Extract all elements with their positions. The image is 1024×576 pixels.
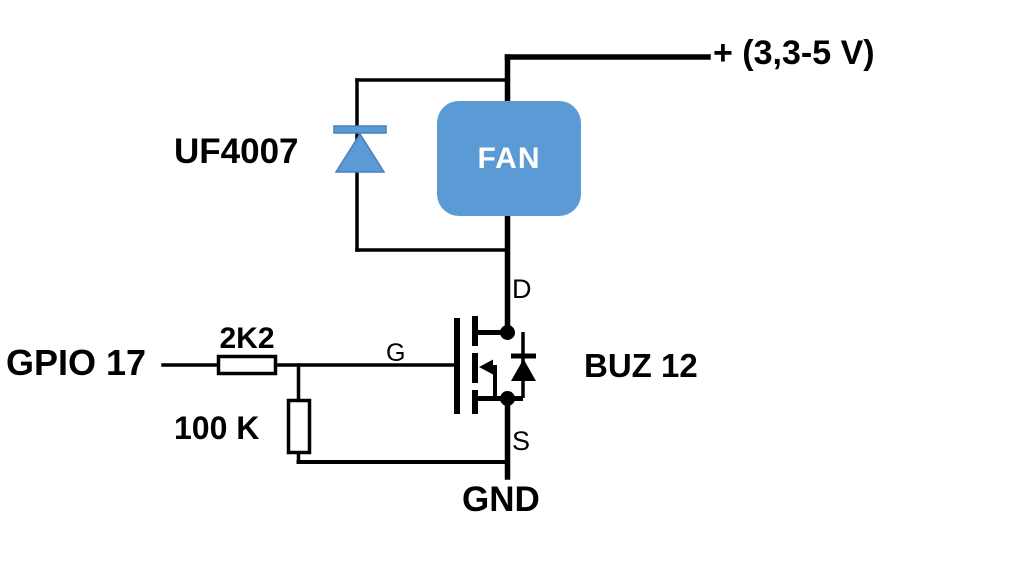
series-resistor-label: 2K2 [219, 322, 275, 355]
fan-box [437, 101, 581, 216]
mosfet-substrate-arrow-icon [479, 359, 493, 375]
fan-label: FAN [477, 141, 541, 175]
series-resistor-symbol [216, 354, 278, 376]
flyback-diode-triangle-icon [334, 132, 386, 173]
pulldown-resistor-symbol [286, 398, 312, 455]
transistor-label: BUZ 12 [584, 347, 698, 384]
source-pin-label: S [512, 426, 531, 456]
drain-pin-label: D [512, 274, 532, 304]
ground-label: GND [462, 480, 540, 519]
mosfet-symbol [454, 316, 536, 414]
drain-junction-dot [500, 325, 515, 340]
flyback-diode-cathode-bar [333, 125, 387, 134]
power-rail-label: + (3,3-5 V) [713, 34, 875, 72]
pulldown-resistor-label: 100 K [174, 410, 260, 446]
flyback-diode-symbol [333, 125, 387, 173]
body-diode-triangle-icon [511, 359, 536, 381]
gate-pin-label: G [386, 339, 406, 367]
source-junction-dot [500, 391, 515, 406]
flyback-diode-label: UF4007 [174, 132, 299, 171]
gpio-input-label: GPIO 17 [6, 342, 147, 383]
